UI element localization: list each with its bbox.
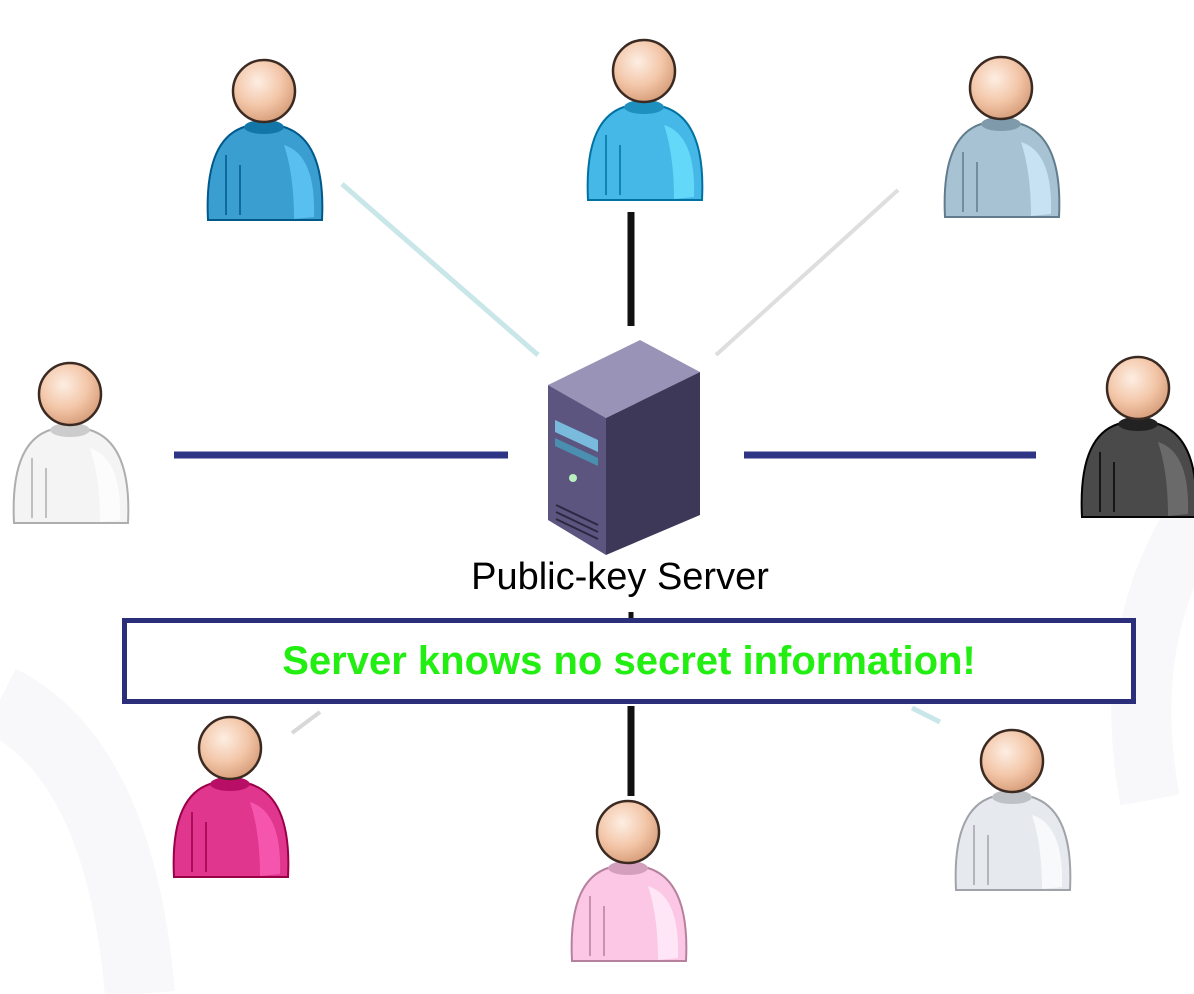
server-tower-icon [548,340,700,555]
link-bottom-right [910,705,942,725]
callout-text: Server knows no secret information! [282,638,976,683]
user-left-icon [12,361,130,524]
link-top-right [714,188,900,357]
users-layer [12,38,1194,962]
user-bottom-right-icon [954,728,1072,891]
user-bottom-center-icon [570,799,688,962]
user-top-left-icon [206,58,324,221]
background-watermark [0,504,1194,994]
user-top-center-icon [586,38,704,201]
connection-lines [174,182,1036,796]
callout-box: Server knows no secret information! [122,618,1136,704]
user-bottom-left-icon [172,715,290,878]
user-right-icon [1080,355,1194,518]
server-label: Public-key Server [471,556,769,598]
link-top-left [340,182,540,357]
link-bottom-left [290,710,322,735]
user-top-right-icon [943,55,1061,218]
